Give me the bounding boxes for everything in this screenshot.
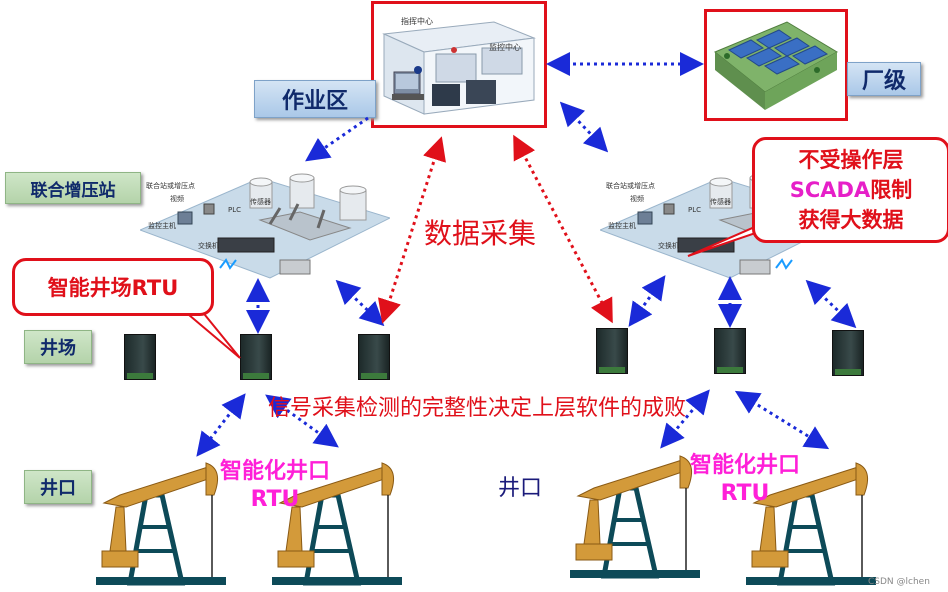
rtu-field-callout-text: 智能井场RTU bbox=[47, 276, 179, 300]
scada-callout-line2-highlight: SCADA bbox=[789, 178, 871, 202]
station-left-illustration: 联合站或增压点 视频 PLC 传感器 监控主机 交换机 bbox=[140, 173, 390, 279]
smart-wellhead-rtu-right: 智能化井口 RTU bbox=[670, 452, 820, 508]
smart-wellhead-right-line2: RTU bbox=[720, 481, 770, 506]
arrow-station-rtu6 bbox=[805, 279, 857, 329]
station-left-plc: PLC bbox=[228, 206, 241, 214]
data-collection-label: 数据采集 bbox=[424, 217, 537, 250]
station-left-host: 监控主机 bbox=[148, 221, 176, 230]
data-collection-arrow-right bbox=[513, 134, 613, 324]
data-collection-arrow-left bbox=[378, 136, 446, 324]
rtu-unit-2 bbox=[240, 334, 272, 380]
monitor-center-label: 监控中心 bbox=[489, 43, 521, 52]
factory-illustration bbox=[714, 21, 838, 110]
scada-callout-line2-rest: 限制 bbox=[870, 178, 913, 202]
rtu-unit-4 bbox=[596, 328, 628, 374]
work-area-label: 作业区 bbox=[254, 80, 376, 118]
rtu-unit-1 bbox=[124, 334, 156, 380]
station-right-plc: PLC bbox=[688, 206, 701, 214]
arrow-rtu2-well2 bbox=[265, 394, 339, 448]
arrow-station-rtu4 bbox=[628, 275, 666, 327]
plant-box bbox=[704, 9, 848, 121]
arrow-station-rtu3 bbox=[335, 279, 385, 327]
rtu-unit-6 bbox=[832, 330, 864, 376]
scada-callout: 不受操作层 SCADA限制 获得大数据 bbox=[752, 137, 948, 243]
smart-wellhead-left-line2: RTU bbox=[250, 487, 300, 512]
pump-jack-3 bbox=[570, 455, 700, 579]
arrow-control-station-left bbox=[305, 116, 369, 162]
arrow-rtu2-well1 bbox=[196, 393, 246, 457]
arrow-control-station-right bbox=[559, 101, 609, 153]
rtu-field-callout: 智能井场RTU bbox=[12, 258, 214, 316]
station-left-sensor: 传感器 bbox=[250, 197, 271, 206]
station-left-switch: 交换机 bbox=[198, 241, 219, 250]
station-right-host: 监控主机 bbox=[608, 221, 636, 230]
pump-jack-2 bbox=[272, 462, 402, 586]
scada-callout-line2: SCADA限制 bbox=[790, 175, 912, 205]
watermark: CSDN @lchen bbox=[868, 577, 930, 587]
arrow-rtu5-well4 bbox=[734, 390, 830, 450]
well-field-label: 井场 bbox=[24, 330, 92, 364]
smart-wellhead-rtu-left: 智能化井口 RTU bbox=[200, 458, 350, 514]
station-left-title: 联合站或增压点 bbox=[146, 181, 195, 190]
station-right-title: 联合站或增压点 bbox=[606, 181, 655, 190]
scada-callout-line1: 不受操作层 bbox=[798, 148, 904, 172]
wellhead-label-left: 井口 bbox=[24, 470, 92, 504]
station-left-video: 视频 bbox=[170, 194, 184, 203]
station-right-switch: 交换机 bbox=[658, 241, 679, 250]
compressor-station-label: 联合增压站 bbox=[5, 172, 141, 204]
station-right-sensor: 传感器 bbox=[710, 197, 731, 206]
signal-integrity-banner: 信号采集检测的完整性决定上层软件的成败 bbox=[268, 396, 687, 421]
pump-jack-1 bbox=[96, 462, 226, 586]
rtu-unit-3 bbox=[358, 334, 390, 380]
control-room-illustration bbox=[382, 21, 536, 115]
control-center-box: 指挥中心 监控中心 bbox=[371, 1, 547, 128]
station-right-video: 视频 bbox=[630, 194, 644, 203]
smart-wellhead-left-line1: 智能化井口 bbox=[219, 459, 330, 484]
smart-wellhead-right-line1: 智能化井口 bbox=[689, 453, 800, 478]
plant-level-label: 厂级 bbox=[847, 62, 921, 96]
rtu-unit-5 bbox=[714, 328, 746, 374]
wellhead-label-right: 井口 bbox=[498, 476, 543, 501]
pump-jack-4 bbox=[746, 462, 876, 586]
command-center-label: 指挥中心 bbox=[401, 17, 433, 26]
scada-callout-line3: 获得大数据 bbox=[798, 208, 904, 232]
